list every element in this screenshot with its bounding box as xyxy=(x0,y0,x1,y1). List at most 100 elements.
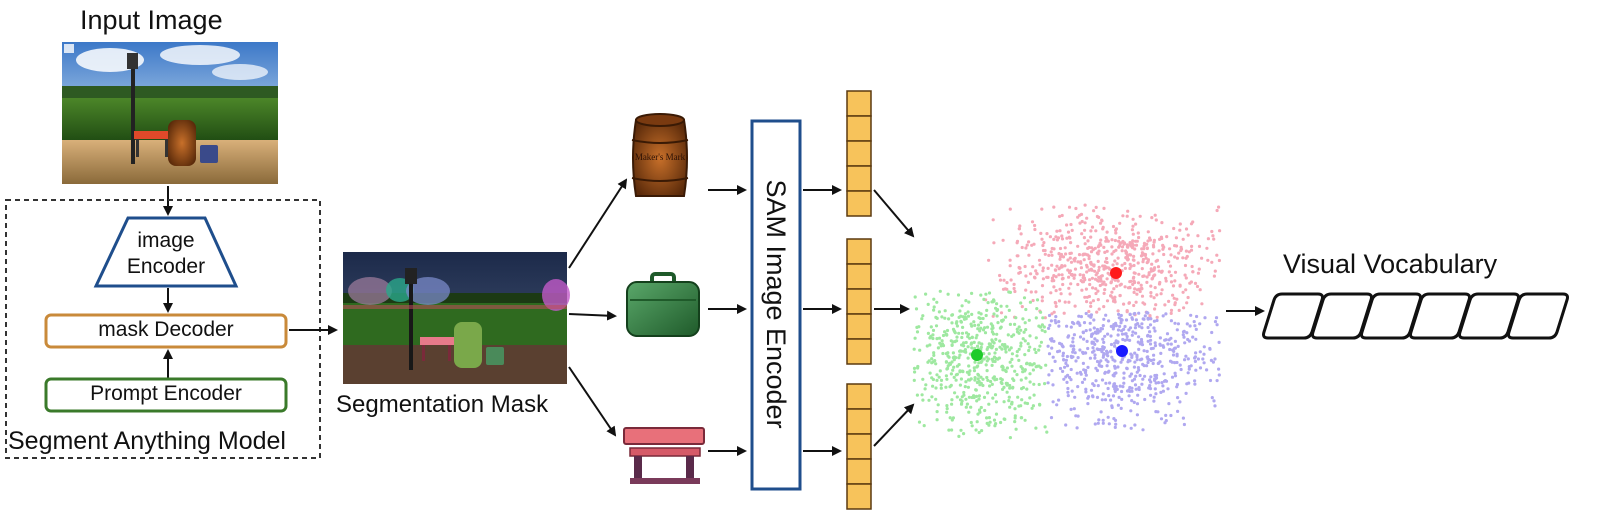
cluster-pink-point xyxy=(1083,278,1087,282)
cluster-purple-point xyxy=(1113,344,1117,348)
cluster-pink-point xyxy=(1123,285,1127,289)
input-image-title: Input Image xyxy=(80,5,223,35)
cluster-pink-point xyxy=(1033,227,1037,232)
cluster-pink-point xyxy=(1058,229,1062,233)
cluster-purple-point xyxy=(1114,422,1118,426)
cluster-green-point xyxy=(977,341,981,345)
cluster-purple-point xyxy=(1116,333,1120,337)
cluster-purple-point xyxy=(1158,343,1162,347)
cluster-purple-point xyxy=(1153,341,1157,345)
cluster-green-point xyxy=(995,377,999,381)
cluster-purple-point xyxy=(1146,316,1150,320)
cluster-green-point xyxy=(973,376,977,380)
cluster-purple-point xyxy=(1088,328,1092,332)
cluster-purple-point xyxy=(1148,387,1153,391)
cluster-green-point xyxy=(988,420,992,424)
cluster-green-point xyxy=(969,420,973,425)
cluster-purple-point xyxy=(1132,377,1137,381)
cluster-pink-point xyxy=(1033,223,1037,228)
prompt-encoder-label: Prompt Encoder xyxy=(90,382,242,405)
sam-image-encoder-label: SAM Image Encoder xyxy=(761,179,791,429)
cluster-pink-point xyxy=(1173,270,1178,274)
cluster-purple-point xyxy=(1182,422,1186,427)
cluster-pink-point xyxy=(1076,244,1080,248)
cluster-purple-point xyxy=(1077,314,1081,318)
cluster-green-point xyxy=(970,346,974,350)
cluster-green-point xyxy=(1019,378,1023,382)
cluster-purple-point xyxy=(1101,337,1105,341)
cluster-purple-point xyxy=(1217,340,1221,344)
cluster-green-point xyxy=(1043,425,1047,429)
cluster-green-point xyxy=(1003,417,1007,421)
cluster-green-point xyxy=(999,304,1003,308)
cluster-green-point xyxy=(970,291,974,295)
cluster-green-point xyxy=(1016,395,1020,399)
cluster-pink-point xyxy=(1218,229,1222,233)
cluster-pink-point xyxy=(1144,256,1148,260)
cluster-green-point xyxy=(925,344,929,348)
cluster-green-point xyxy=(1017,358,1021,362)
cluster-green-point xyxy=(939,383,943,387)
cluster-purple-point xyxy=(1104,381,1108,385)
cluster-pink-point xyxy=(1095,214,1099,219)
cluster-pink-point xyxy=(1086,239,1090,243)
cluster-purple-point xyxy=(1142,364,1146,368)
cluster-green-point xyxy=(976,323,981,327)
cluster-pink-point xyxy=(1173,255,1177,259)
cluster-purple-point xyxy=(1122,371,1126,375)
cluster-pink-point xyxy=(1061,282,1065,287)
cluster-purple-point xyxy=(1193,359,1197,363)
cluster-purple-point xyxy=(1135,402,1140,406)
feature-vector-2-cell xyxy=(846,288,872,315)
cluster-purple-point xyxy=(1101,324,1105,328)
cluster-pink-point xyxy=(1164,279,1168,283)
cluster-purple-point xyxy=(1129,409,1133,413)
cluster-pink-point xyxy=(1058,257,1062,261)
cluster-purple-point xyxy=(1213,320,1218,324)
cluster-purple-point xyxy=(1065,354,1069,359)
cluster-green-point xyxy=(1019,301,1023,305)
cluster-purple-point xyxy=(1060,344,1064,348)
cluster-purple-point xyxy=(1109,350,1113,354)
cluster-purple-point xyxy=(1049,319,1053,323)
cluster-purple-point xyxy=(1119,321,1123,325)
cluster-green-point xyxy=(979,345,983,349)
cluster-pink-point xyxy=(1071,273,1075,277)
cluster-purple-point xyxy=(1100,327,1104,331)
visual-vocabulary-title: Visual Vocabulary xyxy=(1283,249,1498,279)
cluster-pink-point xyxy=(1113,278,1117,282)
cluster-pink-point xyxy=(1054,304,1058,308)
cluster-pink-point xyxy=(1167,299,1171,303)
cluster-green-point xyxy=(928,343,932,347)
cluster-green-point xyxy=(989,379,993,384)
cluster-green-point xyxy=(1038,402,1042,406)
cluster-purple-point xyxy=(1124,318,1129,322)
cluster-pink-point xyxy=(1041,277,1045,281)
cluster-green-point xyxy=(951,416,956,420)
cluster-purple-point xyxy=(1143,397,1147,402)
cluster-green-point xyxy=(966,335,970,339)
cluster-green-point xyxy=(1013,416,1017,420)
cluster-green-point xyxy=(967,395,972,399)
cluster-pink-point xyxy=(1173,279,1177,283)
cluster-pink-point xyxy=(1105,277,1109,281)
cluster-pink-point xyxy=(1079,266,1083,270)
cluster-purple-point xyxy=(1101,392,1105,396)
cluster-pink-point xyxy=(1200,302,1204,306)
cluster-pink-point xyxy=(1100,274,1104,278)
cluster-purple-point xyxy=(1135,353,1139,357)
cluster-green-point xyxy=(981,377,985,381)
cluster-green-point xyxy=(967,410,971,414)
cluster-green-point xyxy=(962,341,966,345)
cluster-purple-point xyxy=(1078,335,1083,339)
cluster-pink-point xyxy=(1017,227,1022,231)
cluster-pink-point xyxy=(1076,260,1080,264)
cluster-green-point xyxy=(993,351,997,355)
cluster-pink-point xyxy=(1150,262,1154,266)
cluster-pink-point xyxy=(1125,245,1129,249)
cluster-green-point xyxy=(934,362,938,366)
cluster-purple-point xyxy=(1117,395,1121,399)
cluster-green-point xyxy=(992,312,996,316)
cluster-green-point xyxy=(1037,348,1041,352)
cluster-green-point xyxy=(1007,399,1011,403)
